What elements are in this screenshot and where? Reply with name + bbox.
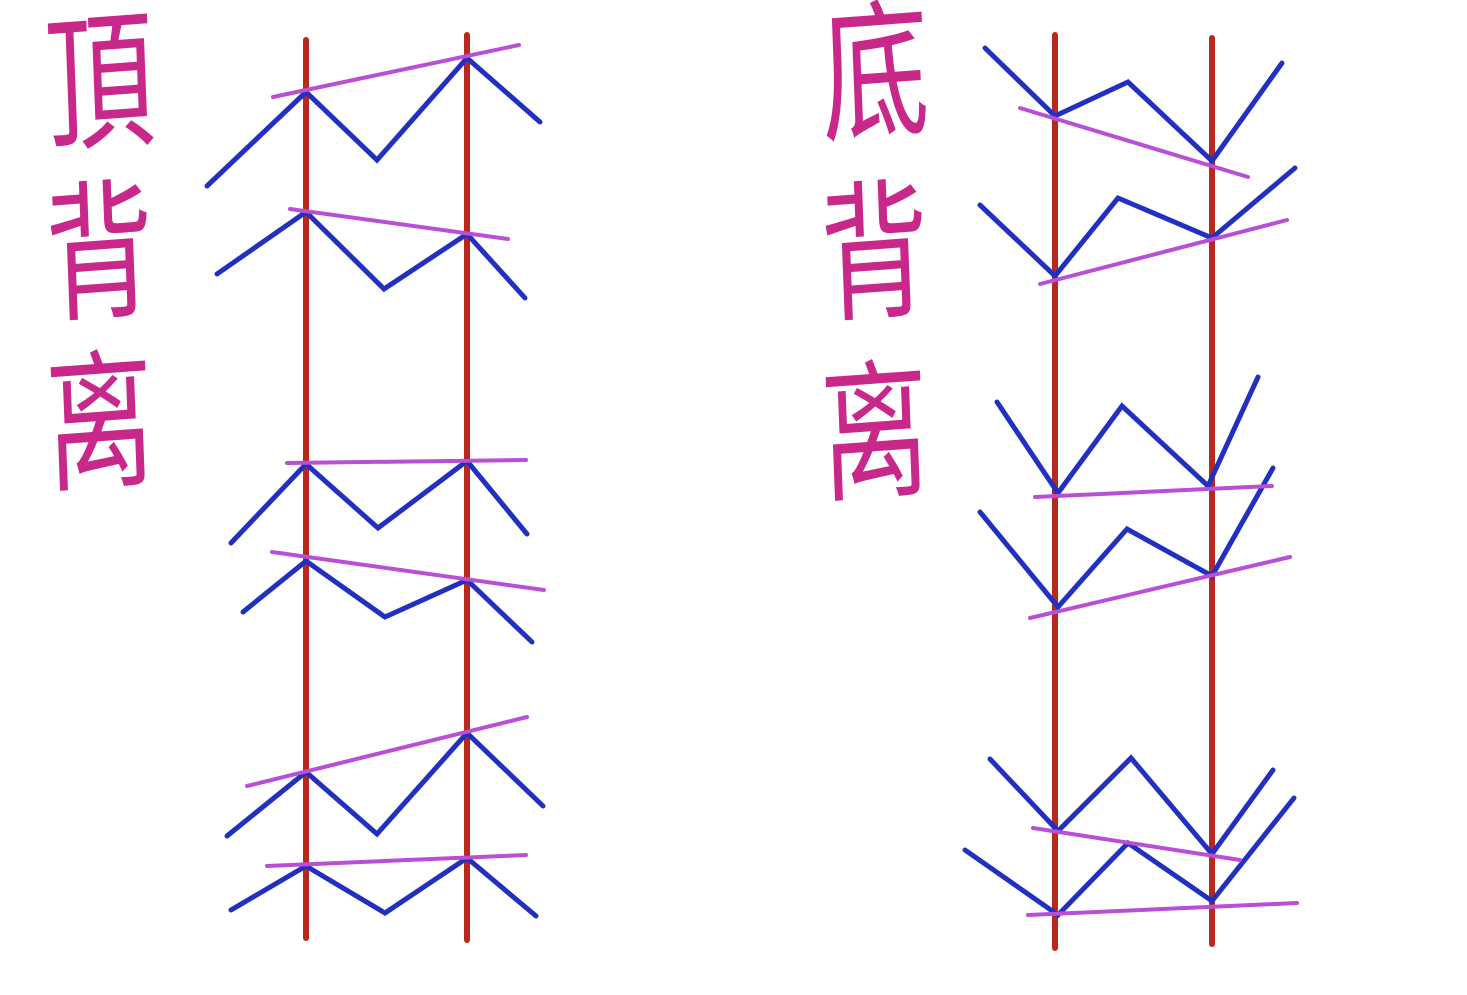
bottom-pattern-2-price xyxy=(977,165,1298,280)
bottom-pattern-1-trend xyxy=(1018,106,1250,179)
top-pattern-4-trend xyxy=(270,550,546,592)
bottom-pattern-2-trend xyxy=(1038,218,1289,286)
top-pattern-1-trend xyxy=(271,43,521,99)
bottom-pattern-5-trend xyxy=(1031,826,1242,862)
bottom-price-lines xyxy=(962,45,1298,919)
top-pattern-2-trend xyxy=(288,207,510,241)
top-pattern-1-price xyxy=(204,54,543,189)
top-pattern-2-price xyxy=(214,208,528,301)
top-pattern-6-trend xyxy=(265,853,528,868)
bottom-pattern-3-trend xyxy=(1033,484,1274,499)
top-price-lines xyxy=(204,54,546,919)
top-trend-lines xyxy=(245,43,546,868)
bottom-pattern-3-price xyxy=(994,374,1261,498)
bottom-pattern-4-price xyxy=(977,465,1276,611)
bottom-trend-lines xyxy=(1018,106,1299,917)
top-pattern-6-price xyxy=(228,854,539,919)
top-pattern-3-price xyxy=(228,457,530,546)
bottom-pattern-6-trend xyxy=(1026,901,1299,917)
top-pattern-4-price xyxy=(240,557,535,645)
bottom-pattern-6-price xyxy=(962,795,1297,919)
bottom-pattern-1-price xyxy=(982,45,1285,165)
top-pattern-5-trend xyxy=(245,715,529,788)
bottom-pattern-4-trend xyxy=(1028,555,1292,620)
bottom-pattern-5-price xyxy=(987,754,1276,859)
top-pattern-5-price xyxy=(224,729,546,839)
top-pattern-3-trend xyxy=(285,458,528,465)
